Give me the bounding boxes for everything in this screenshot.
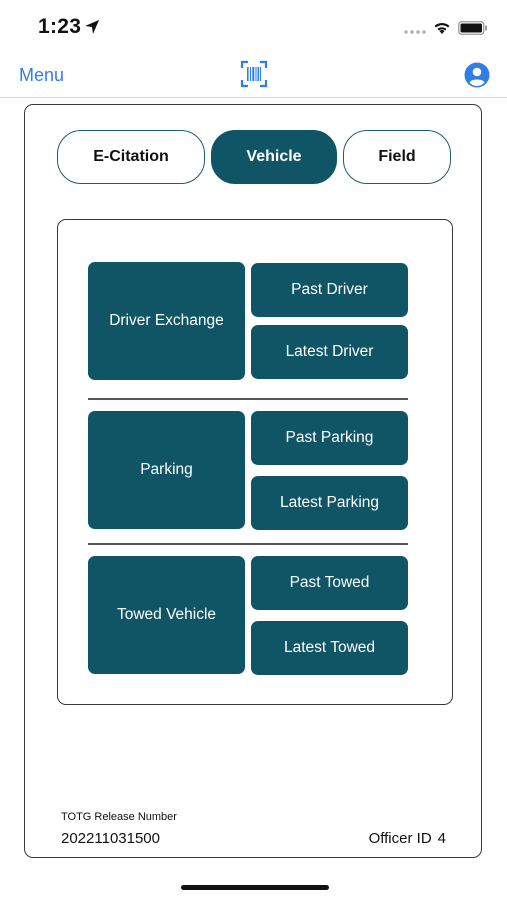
barcode-scan-icon[interactable]: [240, 60, 268, 88]
past-parking-button[interactable]: Past Parking: [251, 411, 408, 465]
wifi-icon: [434, 23, 450, 34]
tab-field[interactable]: Field: [343, 130, 451, 184]
past-towed-button[interactable]: Past Towed: [251, 556, 408, 610]
latest-driver-button[interactable]: Latest Driver: [251, 325, 408, 379]
vehicle-options-panel: Driver Exchange Past Driver Latest Drive…: [57, 219, 453, 705]
home-indicator: [181, 885, 329, 890]
officer-id: Officer ID 4: [369, 830, 446, 847]
past-driver-button[interactable]: Past Driver: [251, 263, 408, 317]
battery-icon: [458, 21, 487, 35]
latest-towed-button[interactable]: Latest Towed: [251, 621, 408, 675]
parking-button[interactable]: Parking: [88, 411, 245, 529]
navigation-bar: Menu: [0, 56, 507, 98]
tab-e-citation[interactable]: E-Citation: [57, 130, 205, 184]
user-profile-icon[interactable]: [464, 62, 490, 88]
officer-id-label: Officer ID: [368, 830, 432, 847]
driver-exchange-button[interactable]: Driver Exchange: [88, 262, 245, 380]
officer-id-value: 4: [437, 830, 446, 847]
tab-vehicle[interactable]: Vehicle: [211, 130, 337, 184]
location-arrow-icon: [85, 20, 99, 34]
menu-button[interactable]: Menu: [19, 65, 65, 85]
status-time: 1:23: [38, 15, 82, 38]
towed-vehicle-button[interactable]: Towed Vehicle: [88, 556, 245, 674]
cellular-signal-icon: [404, 30, 426, 34]
section-divider: [88, 398, 408, 400]
latest-parking-button[interactable]: Latest Parking: [251, 476, 408, 530]
release-number-label: TOTG Release Number: [61, 811, 177, 823]
section-divider: [88, 543, 408, 545]
release-number-value: 202211031500: [61, 830, 160, 847]
status-bar: 1:23: [0, 0, 507, 56]
main-card: E-Citation Vehicle Field Driver Exchange…: [24, 104, 482, 858]
